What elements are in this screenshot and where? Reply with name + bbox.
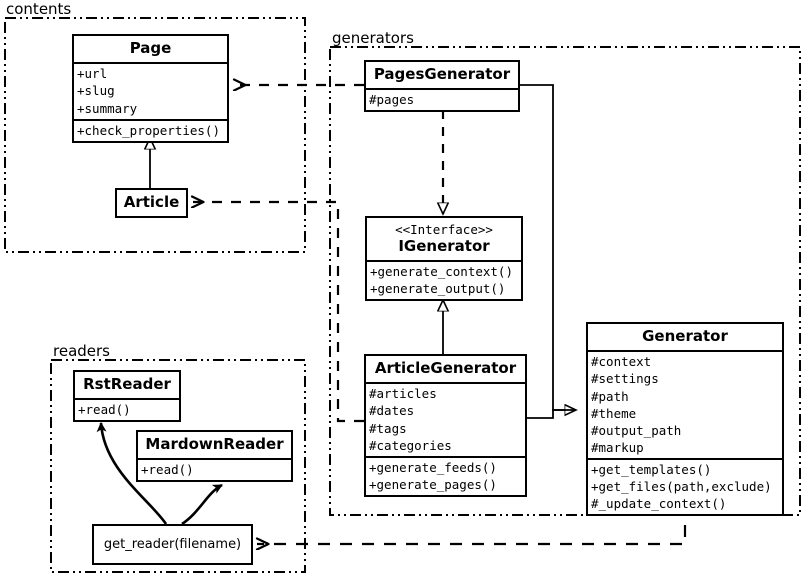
class-title-article: Article (123, 193, 180, 211)
class-operations-mardownreader: +read() (138, 458, 291, 480)
class-name-igenerator: IGenerator (398, 236, 490, 255)
attribute: +url (77, 66, 108, 82)
attribute: #output_path (591, 422, 682, 438)
class-attributes-articlegenerator: #articles #dates #tags #categories (366, 382, 525, 456)
attribute: #articles (369, 386, 437, 402)
attribute: #tags (369, 420, 407, 436)
class-operations-igenerator: +generate_context() +generate_output() (367, 259, 521, 299)
attribute: #path (591, 388, 629, 404)
class-box-article[interactable]: Article (115, 188, 188, 219)
attribute: #categories (369, 437, 452, 453)
attribute: #markup (591, 439, 644, 455)
operation: +get_templates() (591, 462, 712, 477)
edge-pagesgenerator-to-generator (520, 84, 576, 410)
class-title-rstreader: RstReader (83, 375, 171, 393)
class-title-generator: Generator (642, 327, 728, 345)
attribute: #theme (591, 405, 637, 421)
class-attributes-page: +url +slug +summary (74, 62, 227, 118)
class-box-generator[interactable]: Generator #context #settings #path #them… (586, 322, 784, 517)
class-operations-rstreader: +read() (75, 398, 179, 420)
function-label-get-reader: get_reader(filename) (103, 537, 242, 552)
class-attributes-generator: #context #settings #path #theme #output_… (588, 350, 782, 458)
attribute: +summary (77, 100, 138, 116)
class-box-mardownreader[interactable]: MardownReader +read() (136, 430, 293, 483)
edge-getreader-to-mardownreader (181, 483, 223, 526)
class-title-page: Page (129, 39, 172, 57)
attribute: #context (591, 354, 652, 370)
class-box-rstreader[interactable]: RstReader +read() (73, 370, 181, 423)
class-title-igenerator: <<Interface>> IGenerator (367, 218, 521, 260)
class-attributes-pagesgenerator: #pages (366, 88, 518, 110)
operation: +get_files(path,exclude) (591, 479, 772, 495)
operation: +check_properties() (77, 122, 220, 138)
operation: +generate_pages() (369, 476, 497, 492)
class-operations-generator: +get_templates() +get_files(path,exclude… (588, 458, 782, 514)
class-title-articlegenerator: ArticleGenerator (374, 359, 517, 377)
attribute: +slug (77, 83, 115, 99)
function-box-get-reader[interactable]: get_reader(filename) (92, 524, 253, 565)
package-label-readers: readers (53, 342, 110, 360)
attribute: #dates (369, 403, 415, 419)
class-box-articlegenerator[interactable]: ArticleGenerator #articles #dates #tags … (364, 354, 527, 497)
class-operations-articlegenerator: +generate_feeds() +generate_pages() (366, 455, 525, 495)
attribute: #settings (591, 371, 659, 387)
class-box-page[interactable]: Page +url +slug +summary +check_properti… (72, 34, 229, 143)
package-label-generators: generators (332, 29, 414, 47)
class-stereotype-igenerator: <<Interface>> (395, 222, 493, 237)
operation: +generate_context() (370, 263, 513, 279)
edge-articlegenerator-to-article (192, 202, 364, 423)
class-operations-page: +check_properties() (74, 118, 227, 141)
operation: +generate_feeds() (369, 459, 497, 475)
package-label-contents: contents (6, 0, 72, 18)
operation: +read() (78, 402, 131, 418)
operation: #_update_context() (591, 496, 727, 512)
class-box-pagesgenerator[interactable]: PagesGenerator #pages (364, 60, 520, 113)
operation: +read() (141, 462, 194, 478)
operation: +generate_output() (370, 281, 506, 296)
class-title-mardownreader: MardownReader (145, 435, 284, 453)
edge-articlegenerator-to-generator (527, 409, 576, 419)
class-title-pagesgenerator: PagesGenerator (373, 65, 511, 83)
class-box-igenerator[interactable]: <<Interface>> IGenerator +generate_conte… (365, 216, 523, 302)
attribute: #pages (369, 92, 415, 108)
